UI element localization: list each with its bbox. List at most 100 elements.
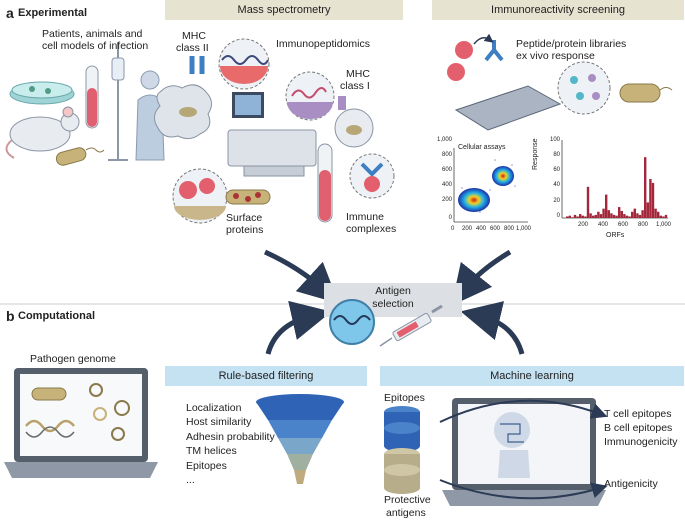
scatter-ytick: 800 [441, 152, 452, 158]
scatter-ytick: 0 [448, 215, 452, 221]
output-b-cell: B cell epitopes [604, 422, 673, 434]
genome-label: Pathogen genome [30, 353, 116, 365]
panel-b-title: Computational [18, 310, 95, 322]
bar-mark [597, 211, 600, 218]
bar-mark [628, 216, 631, 218]
epitopes-label: Epitopes [384, 392, 425, 404]
mhc-i-cell-icon [334, 96, 374, 148]
bar-mark [579, 214, 582, 218]
bar-mark [623, 214, 626, 218]
arrow-to-antigen-right [451, 249, 512, 306]
scatter-xtick: 800 [504, 226, 515, 232]
protective-label-2: antigens [386, 507, 426, 519]
scatter-xtick: 0 [451, 226, 455, 232]
immuno-header: Immunoreactivity screening [432, 0, 684, 20]
ex-vivo-zoom-circle [557, 61, 611, 115]
immune-label-2: complexes [346, 223, 397, 235]
mass-spec-header: Mass spectrometry [165, 0, 403, 20]
bar-mark [605, 194, 608, 218]
serum-tube-icon [317, 143, 333, 223]
laptop-genome-icon [4, 368, 158, 478]
immune-complex-zoom-circle [349, 153, 395, 199]
bar-mark [651, 182, 655, 218]
libraries-label-2: ex vivo response [516, 50, 595, 62]
bar-ytick: 20 [553, 198, 560, 204]
rule-header: Rule-based filtering [165, 366, 367, 386]
bar-ytick: 80 [553, 152, 560, 158]
bacteria-beads-icon [225, 189, 271, 205]
bacterium-icon-2 [619, 83, 673, 103]
subjects-line1: Patients, animals and [42, 28, 143, 40]
libraries-label-1: Peptide/protein libraries [516, 38, 627, 50]
syringe-icon [379, 304, 443, 347]
bar-mark [602, 208, 605, 218]
panel-a-title: Experimental [18, 7, 88, 19]
filter-funnel-icon [256, 394, 344, 484]
bar-xtick: 800 [638, 222, 649, 228]
panel-a-letter: a [6, 5, 14, 21]
bar-xlabel: ORFs [606, 232, 625, 239]
output-antigenicity: Antigenicity [604, 478, 658, 490]
scatter-xtick: 400 [476, 226, 487, 232]
bar-mark [620, 210, 623, 218]
mhc-ii-label-2: class II [176, 42, 209, 54]
antigen-presenting-cell-icon [154, 84, 212, 140]
bar-mark [641, 210, 644, 218]
bar-mark [568, 215, 571, 218]
bar-mark [662, 216, 665, 218]
bar-mark [657, 211, 660, 218]
arrow-antigenicity [439, 479, 608, 500]
bar-mark [573, 214, 577, 218]
bar-mark [576, 216, 579, 218]
bar-mark [592, 215, 595, 218]
surface-proteins-zoom-circle [172, 168, 228, 224]
bar-xtick: 400 [598, 222, 609, 228]
bar-mark [631, 211, 634, 218]
bar-mark [618, 207, 621, 218]
bar-mark [636, 213, 639, 218]
panel-b-letter: b [6, 308, 15, 324]
antigen-dish-icon [329, 299, 375, 345]
output-t-cell: T cell epitopes [604, 408, 672, 420]
surface-label-2: proteins [226, 224, 264, 236]
bar-mark [612, 214, 616, 218]
ml-header: Machine learning [380, 366, 684, 386]
mhc-ii-receptor-icon [189, 56, 205, 74]
mhc-ii-label-1: MHC [182, 30, 206, 42]
scatter-xtick: 1,000 [516, 226, 532, 232]
microplate-icon [454, 85, 562, 131]
bar-mark [646, 202, 649, 218]
bar-chart [561, 140, 668, 219]
bar-xtick: 200 [578, 222, 589, 228]
rule-item: TM helices [186, 445, 237, 457]
rule-item: Adhesin probability [186, 431, 275, 443]
mouse-icon [5, 106, 80, 159]
bar-mark [584, 216, 587, 218]
rule-item: Host similarity [186, 416, 252, 428]
scatter-ytick: 600 [441, 167, 452, 173]
rule-item: ... [186, 474, 195, 486]
bar-mark [649, 179, 652, 218]
surface-label-1: Surface [226, 212, 263, 224]
scatter-ytick: 400 [441, 182, 452, 188]
antigen-label-1: Antigen [375, 285, 411, 297]
epitope-database-icon [384, 406, 420, 452]
bar-mark [654, 208, 657, 218]
antibody-protein-icon [447, 33, 504, 81]
output-immunogenicity: Immunogenicity [604, 436, 678, 448]
bacterium-icon [55, 147, 105, 166]
rule-item: Epitopes [186, 460, 227, 472]
bar-mark [581, 215, 584, 218]
bar-mark [607, 210, 610, 218]
scatter-ytick: 1,000 [436, 137, 452, 143]
scatter-xtick: 200 [462, 226, 473, 232]
arrow-epitope-outputs [439, 399, 608, 423]
arrow-from-rules [265, 300, 332, 355]
bar-xtick: 600 [618, 222, 629, 228]
bar-mark [589, 213, 592, 218]
bar-ytick: 0 [556, 213, 560, 219]
bar-mark [659, 215, 662, 218]
protective-label-1: Protective [384, 494, 431, 506]
scatter-ytick: 200 [441, 197, 452, 203]
